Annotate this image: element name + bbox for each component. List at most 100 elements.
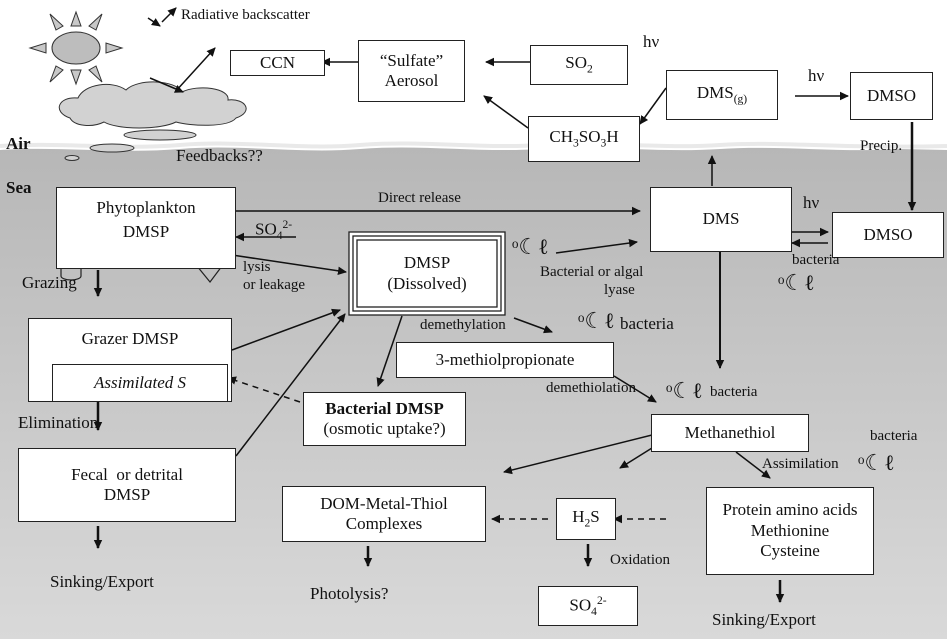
bact-dmsp-line2: (osmotic uptake?) — [323, 419, 446, 438]
so2-box: SO2 — [530, 45, 628, 85]
fecal-dmsp-box: Fecal or detrital DMSP — [18, 448, 236, 522]
dmsp-dissolved-line1: DMSP — [403, 253, 451, 273]
methiol-label: 3-methiolpropionate — [435, 349, 575, 369]
h2s-label: H2S — [572, 507, 600, 530]
so4-bottom-sub: 4 — [591, 604, 597, 618]
dmso-sea-box: DMSO — [832, 212, 944, 258]
assimilated-s-box: Assimilated S — [52, 364, 228, 402]
fecal-line1: Fecal or detrital — [71, 464, 183, 484]
bacteria-icon: ᵒ☾ℓ — [778, 270, 815, 295]
sinking-export-left: Sinking/Export — [50, 572, 154, 591]
ch3so3h-label: CH3SO3H — [549, 127, 618, 150]
hv-label-1: hν — [643, 32, 660, 51]
so4-bottom-main: SO — [569, 595, 592, 615]
ch3so3h-d: 3 — [600, 136, 607, 150]
lysis-label-1: lysis — [243, 259, 271, 275]
bacteria-icon: ᵒ☾ℓ — [666, 378, 703, 403]
bacteria-icon: ᵒ☾ℓ — [512, 234, 549, 259]
ch3so3h-e: H — [606, 127, 619, 147]
direct-release-label: Direct release — [378, 190, 461, 206]
demethiolation-label: demethiolation — [546, 380, 636, 396]
fecal-line2: DMSP — [103, 485, 151, 504]
dmso-air-box: DMSO — [850, 72, 933, 120]
h2s-c: S — [590, 507, 600, 527]
h2s-a: H — [572, 507, 585, 527]
methiolpropionate-box: 3-methiolpropionate — [396, 342, 614, 378]
dmsp-dissolved-box: DMSP (Dissolved) — [357, 240, 497, 307]
dms-sea-label: DMS — [702, 209, 740, 229]
dms-sea-box: DMS — [650, 187, 792, 252]
phytoplankton-box: Phytoplankton DMSP — [56, 187, 236, 269]
bacteria-icon: ᵒ☾ℓ — [858, 450, 895, 475]
protein-line1: Protein amino acids — [722, 500, 858, 520]
sulfate-aerosol-box: “Sulfate” Aerosol — [358, 40, 465, 102]
bacterial-algal-label-2: lyase — [604, 282, 635, 298]
ch3so3h-box: CH3SO3H — [528, 116, 640, 162]
sulfate-line2: Aerosol — [384, 71, 439, 90]
cloud-icon — [58, 81, 247, 161]
ch3so3h-b: 3 — [573, 136, 579, 150]
bacterial-dmsp-box: Bacterial DMSP (osmotic uptake?) — [303, 392, 466, 446]
hv-label-3: hν — [803, 193, 820, 212]
protein-amino-acids-box: Protein amino acids Methionine Cysteine — [706, 487, 874, 575]
precip-label: Precip. — [860, 138, 903, 154]
methanethiol-box: Methanethiol — [651, 414, 809, 452]
so4-bottom-sup: 2- — [596, 593, 607, 607]
bacteria-icon: ᵒ☾ℓ — [578, 308, 615, 333]
bacteria-assim-label: bacteria — [870, 428, 918, 444]
assimilated-label: Assimilated S — [93, 372, 187, 392]
elimination-label: Elimination — [18, 413, 99, 432]
bacteria-demethiolation-label: bacteria — [710, 384, 758, 400]
so4-mid-sup: 2- — [282, 218, 293, 231]
so4-bottom-label: SO42- — [569, 594, 606, 619]
so2-sub: 2 — [586, 62, 593, 76]
air-zone-label: Air — [6, 134, 31, 153]
so4-mid-label: SO42- — [255, 218, 292, 242]
photolysis-label: Photolysis? — [310, 584, 389, 603]
dms-gas-box: DMS(g) — [666, 70, 778, 120]
dmso-air-label: DMSO — [866, 85, 917, 105]
bact-dmsp-line1: Bacterial DMSP — [325, 398, 444, 418]
sea-zone-label: Sea — [6, 178, 32, 197]
dmsg-main: DMS — [696, 83, 734, 103]
feedbacks-label: Feedbacks?? — [176, 146, 263, 165]
dmsg-label: DMS(g) — [697, 83, 747, 106]
dmsp-dissolved-line2: (Dissolved) — [387, 273, 467, 293]
h2s-box: H2S — [556, 498, 616, 540]
h2s-b: 2 — [584, 516, 591, 530]
so4-mid-sub: 4 — [276, 229, 283, 243]
dom-line2: Complexes — [345, 514, 423, 533]
dmso-sea-label: DMSO — [863, 224, 913, 244]
ccn-label: CCN — [260, 52, 295, 72]
radiative-backscatter-label: Radiative backscatter — [181, 7, 310, 23]
lysis-label-2: or leakage — [243, 277, 306, 293]
ch3so3h-a: CH — [549, 127, 574, 147]
grazing-label: Grazing — [22, 273, 77, 292]
so4-mid-main: SO — [255, 219, 277, 239]
bacteria-demethylation-label: bacteria — [620, 314, 674, 333]
so2-main: SO — [565, 53, 587, 73]
sulfate-line1: “Sulfate” — [379, 50, 444, 70]
protein-line3: Cysteine — [760, 541, 820, 561]
dom-metal-thiol-box: DOM-Metal-Thiol Complexes — [282, 486, 486, 542]
bacterial-algal-label-1: Bacterial or algal — [540, 264, 644, 280]
phyto-line1: Phytoplankton — [96, 198, 196, 217]
phyto-line2: DMSP — [122, 222, 170, 242]
assimilation-label: Assimilation — [762, 456, 839, 472]
dom-line1: DOM-Metal-Thiol — [320, 493, 448, 513]
hv-label-2: hν — [808, 66, 825, 85]
methanethiol-label: Methanethiol — [684, 422, 776, 442]
dmsp-dissolved-frame — [348, 231, 506, 316]
demethylation-label: demethylation — [420, 317, 506, 333]
bacteria-right-label: bacteria — [792, 252, 840, 268]
sinking-export-right: Sinking/Export — [712, 610, 816, 629]
so2-label: SO2 — [565, 53, 593, 76]
dmsg-sub: (g) — [733, 92, 748, 106]
ch3so3h-c: SO — [578, 127, 601, 147]
so4-bottom-box: SO42- — [538, 586, 638, 626]
protein-line2: Methionine — [750, 520, 830, 540]
ccn-box: CCN — [230, 50, 325, 76]
sun-icon — [28, 10, 124, 86]
oxidation-label: Oxidation — [610, 552, 670, 568]
